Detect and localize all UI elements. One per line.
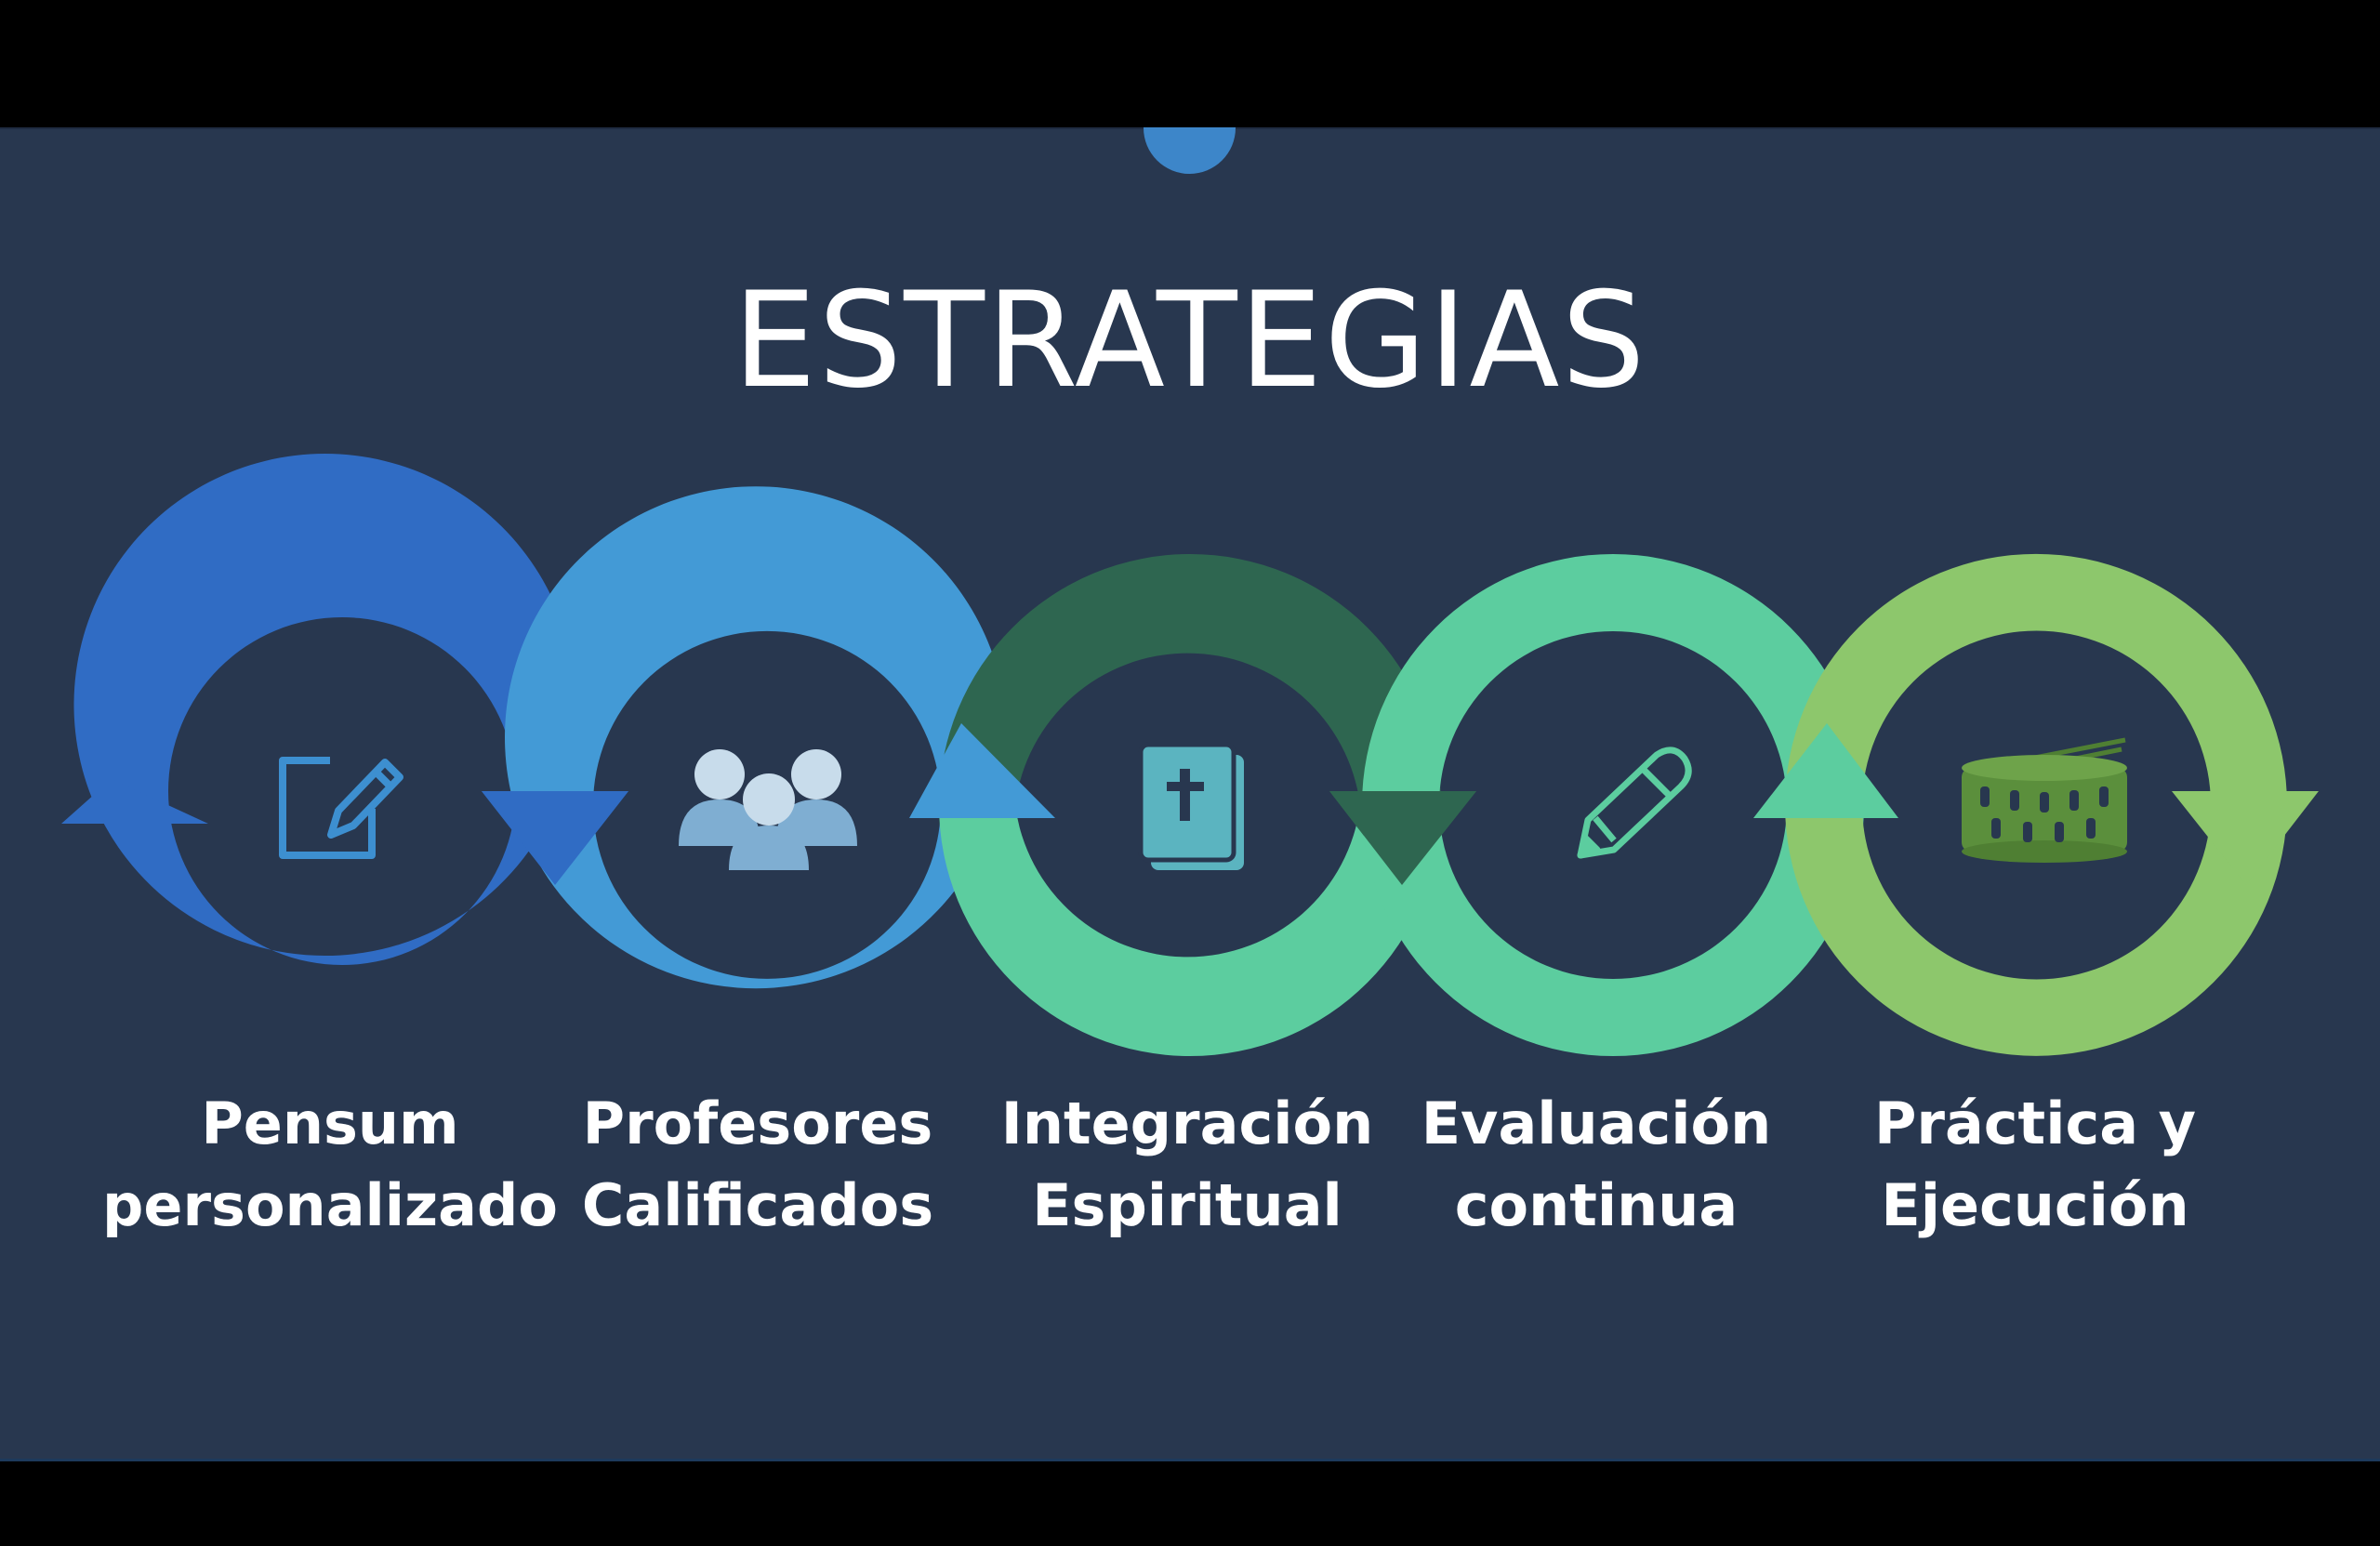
step-label-line: Práctica y (1873, 1090, 2197, 1157)
bible-icon (1138, 742, 1244, 870)
step-label-practica: Práctica y Ejecución (1793, 1083, 2277, 1247)
top-letterbox (0, 0, 2380, 127)
step-label-profesores: Profesores Calificados (516, 1083, 999, 1247)
step-label-integracion: Integración Espiritual (945, 1083, 1429, 1247)
step-label-line: Calificados (581, 1171, 934, 1239)
slide-title: ESTRATEGIAS (733, 264, 1647, 417)
step-label-line: Pensum (201, 1090, 459, 1157)
step-label-line: Profesores (582, 1090, 933, 1157)
step-label-line: Evaluación (1421, 1090, 1772, 1157)
step-label-evaluacion: Evaluación continua (1355, 1083, 1838, 1247)
step-label-line: continua (1454, 1171, 1739, 1239)
ring-profesores (482, 486, 1007, 989)
edit-note-icon (279, 757, 403, 859)
step-label-line: Espiritual (1032, 1171, 1342, 1239)
step-label-line: personalizado (102, 1171, 558, 1239)
step-label-pensum: Pensum personalizado (88, 1083, 572, 1247)
pencil-icon (1577, 747, 1692, 859)
step-label-line: Integración (1000, 1090, 1374, 1157)
step-label-line: Ejecución (1881, 1171, 2189, 1239)
bottom-letterbox (0, 1461, 2380, 1546)
group-people-icon (679, 749, 857, 870)
snare-drum-icon (1962, 737, 2127, 863)
ring-evaluacion (1329, 554, 1864, 1056)
ring-practica (1753, 553, 2319, 1056)
